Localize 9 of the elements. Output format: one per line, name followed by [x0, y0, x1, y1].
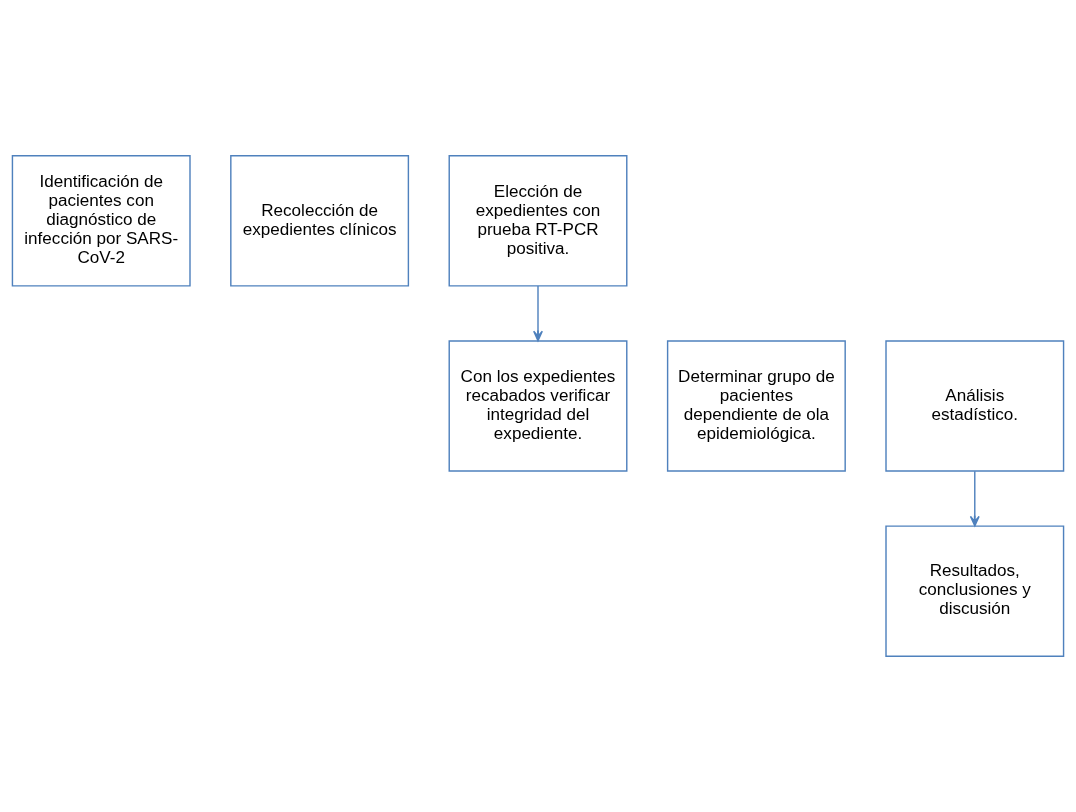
node-box: Determinar grupo de pacientes dependiente de ola epidemiológica.	[666, 340, 846, 472]
arrow	[533, 285, 543, 342]
node-box: Identificación de pacientes con diagnóstico de infección por SARS-CoV-2	[11, 155, 191, 287]
node-box: Recolección de expedientes clínicos	[230, 155, 410, 287]
node-box: Análisis estadístico.	[885, 340, 1065, 472]
node-box: Resultados, conclusiones y discusión	[885, 525, 1065, 657]
node-box: Elección de expedientes con prueba RT-PCR positiva.	[448, 155, 628, 287]
arrow	[969, 470, 980, 527]
node-box: Con los expedientes recabados verificar integridad del expediente.	[448, 340, 628, 472]
